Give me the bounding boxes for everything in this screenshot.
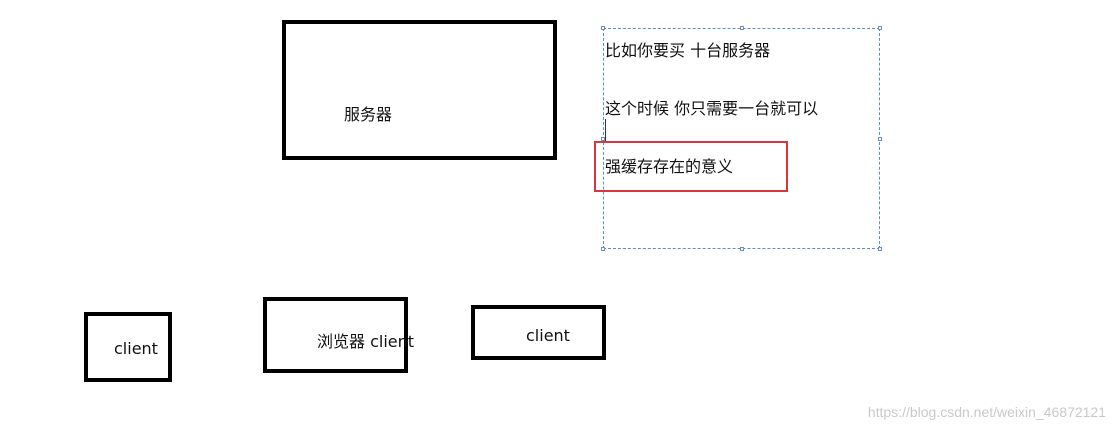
browser-client-label: 浏览器 client bbox=[317, 332, 415, 351]
resize-handle-top-right[interactable] bbox=[878, 26, 882, 30]
resize-handle-middle-right[interactable] bbox=[878, 137, 882, 141]
note-line-3: 强缓存存在的意义 bbox=[605, 157, 734, 176]
client-box: client bbox=[84, 312, 172, 382]
watermark: https://blog.csdn.net/weixin_46872121 bbox=[867, 404, 1106, 420]
note-line-1: 比如你要买 十台服务器 bbox=[605, 41, 771, 60]
server-box: 服务器 bbox=[282, 20, 557, 160]
note-line-2: 这个时候 你只需要一台就可以 bbox=[605, 99, 819, 118]
browser-client-box: 浏览器 client bbox=[263, 297, 414, 373]
resize-handle-middle-left[interactable] bbox=[601, 137, 605, 141]
client-label: client bbox=[114, 339, 158, 358]
resize-handle-top-middle[interactable] bbox=[740, 26, 744, 30]
highlight-box bbox=[594, 141, 788, 192]
resize-handle-bottom-left[interactable] bbox=[601, 247, 605, 251]
resize-handle-bottom-middle[interactable] bbox=[740, 247, 744, 251]
server-label: 服务器 bbox=[344, 105, 393, 124]
text-selection-frame[interactable]: 比如你要买 十台服务器 这个时候 你只需要一台就可以 强缓存存在的意义 bbox=[601, 26, 882, 251]
client-box: client bbox=[471, 305, 606, 360]
text-cursor bbox=[605, 119, 606, 141]
resize-handle-bottom-right[interactable] bbox=[878, 247, 882, 251]
resize-handle-top-left[interactable] bbox=[601, 26, 605, 30]
client-label: client bbox=[526, 326, 570, 345]
